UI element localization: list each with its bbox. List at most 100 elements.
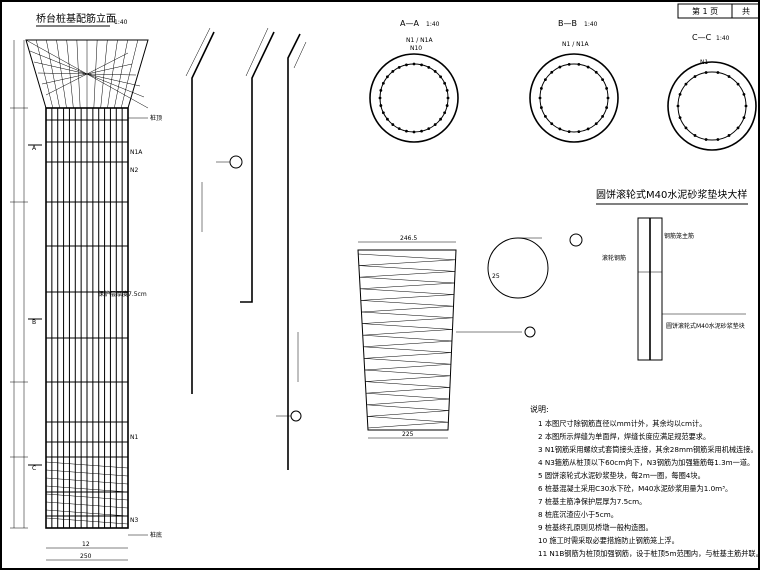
section-bar-dot — [550, 122, 554, 126]
section-bar-dot — [445, 104, 449, 107]
section-bar-dot — [439, 75, 442, 79]
section-bar-dot — [558, 127, 562, 131]
pile-base-zone — [45, 456, 129, 529]
section-bar-dot — [605, 87, 609, 90]
section-a-a: A—A 1:40 N1 / N1A N10 — [369, 19, 459, 143]
section-bar-dot — [433, 123, 437, 126]
section-bar-dot — [577, 62, 581, 66]
bar-detail-n3 — [216, 155, 302, 422]
section-bar-dot — [704, 71, 708, 74]
section-bar-dot — [412, 130, 416, 134]
label-n2: N2 — [130, 167, 138, 174]
cover-thickness-note: 保护层厚度7.5cm — [98, 290, 147, 298]
section-bar-dot — [594, 70, 598, 74]
section-bar-dot — [405, 63, 408, 67]
bottom-dim-inner: 12 — [82, 541, 90, 548]
section-bar-dot — [594, 122, 598, 126]
base-spiral — [45, 477, 129, 485]
section-bar-dot — [704, 138, 708, 141]
total-label: 共 — [742, 7, 750, 16]
elevation-scale: 1:40 — [114, 19, 128, 26]
section-bar-dot — [445, 89, 449, 92]
section-bar-dot — [391, 123, 395, 126]
section-c-c: C—C 1:40 N1 — [667, 33, 757, 151]
base-spiral — [45, 501, 129, 509]
note-line: 11 N1B钢筋为桩顶加强钢筋，设于桩顶5m范围内，与桩基主筋并联。 — [538, 549, 760, 558]
base-spiral — [45, 485, 129, 493]
section-bar-dot — [381, 111, 385, 115]
section-bar-dot — [716, 71, 720, 74]
section-c-title: C—C — [692, 33, 712, 42]
base-spiral — [45, 493, 129, 501]
section-bar-dot — [539, 106, 543, 109]
spiral-hoop-detail: 246.5 225 — [357, 235, 536, 439]
base-spiral — [45, 469, 129, 477]
section-bar-dot — [412, 62, 416, 66]
bar-detail-n1a — [240, 27, 275, 303]
note-line: 9 桩基终孔原则见桥墩一般构造图。 — [538, 523, 653, 532]
flare-bar — [100, 39, 108, 109]
section-bar-dot — [378, 96, 382, 100]
section-bar-dot — [397, 65, 401, 69]
pad-label-main-bar: 钢筋笼主筋 — [664, 232, 694, 240]
base-spiral — [45, 461, 129, 469]
section-bar-dot — [684, 126, 688, 130]
section-bar-dot — [420, 129, 423, 133]
pad-detail-title: 圆饼滚轮式M40水泥砂浆垫块大样 — [596, 188, 747, 201]
note-line: 10 施工时需采取必要措施防止钢筋笼上浮。 — [538, 536, 679, 545]
section-bar-dot — [606, 96, 610, 100]
section-bar-dot — [427, 127, 431, 131]
section-bar-dot — [439, 117, 442, 121]
spiral-bottom-dim: 225 — [402, 431, 414, 438]
page-label: 第 1 页 — [692, 6, 718, 16]
section-bar-dot — [446, 96, 450, 100]
flare-bar — [107, 39, 118, 109]
section-b-title: B—B — [558, 19, 577, 28]
section-bar-dot — [727, 134, 731, 137]
section-bar-dot — [678, 92, 682, 96]
section-bar-dot — [443, 81, 447, 85]
label-n1: N1 — [130, 434, 138, 441]
section-bar-dot — [420, 63, 423, 67]
label-n1a: N1A — [130, 149, 143, 156]
flare-bar — [66, 39, 74, 109]
section-bar-dot — [693, 75, 697, 78]
section-bar-dot — [567, 62, 571, 66]
section-bar-dot — [558, 65, 562, 69]
elevation-title: 桥台桩基配筋立面 — [36, 12, 116, 25]
section-a-scale: 1:40 — [426, 21, 440, 28]
hoop-weld-detail: 25 — [487, 233, 583, 299]
elevation-dimension-chain — [10, 40, 28, 529]
weld-detail-dim: 25 — [492, 273, 500, 280]
section-bar-dot — [567, 130, 571, 134]
section-bar-dot — [586, 65, 590, 69]
note-line: 2 本图所示焊缝为单面焊，焊缝长度应满足规范要求。 — [538, 432, 710, 441]
section-bar-dot — [391, 70, 395, 73]
section-a-bars: N1 / N1A — [406, 37, 433, 44]
pad-label-mortar-block: 圆饼滚轮式M40水泥砂浆垫块 — [666, 322, 745, 330]
section-bar-dot — [736, 126, 740, 130]
section-bar-dot — [386, 117, 389, 121]
note-line: 6 桩基混凝土采用C30水下砼，M40水泥砂浆用量为1.0m³。 — [538, 484, 732, 493]
general-notes: 说明: 1 本图尺寸除钢筋直径以mm计外，其余均以cm计。2 本图所示焊缝为单面… — [530, 404, 760, 558]
section-bar-dot — [405, 129, 408, 133]
section-cut-a: A — [32, 145, 37, 152]
section-bar-dot — [381, 81, 385, 85]
label-n3: N3 — [130, 517, 138, 524]
mortar-pad-detail: 圆饼滚轮式M40水泥砂浆垫块大样 钢筋笼主筋 滚轮钢筋 圆饼滚轮式M40水泥砂浆… — [596, 188, 748, 361]
section-a-bars-2: N10 — [410, 45, 422, 52]
section-bar-dot — [539, 87, 543, 90]
section-bar-dot — [543, 114, 547, 118]
note-line: 5 圆饼滚轮式水泥砂浆垫块，每2m一圈，每圈4块。 — [538, 471, 705, 480]
spiral-hoop — [358, 253, 456, 429]
pad-label-roller-bar: 滚轮钢筋 — [602, 254, 626, 262]
title-block: 第 1 页 共 — [677, 3, 760, 19]
section-c-scale: 1:40 — [716, 35, 730, 42]
section-b-scale: 1:40 — [584, 21, 598, 28]
section-bar-dot — [379, 89, 383, 92]
section-bar-dot — [684, 82, 688, 86]
note-line: 3 N1钢筋采用螺纹式套筒接头连接，其余28mm钢筋采用机械连接。 — [538, 445, 758, 454]
section-bar-dot — [427, 65, 431, 69]
